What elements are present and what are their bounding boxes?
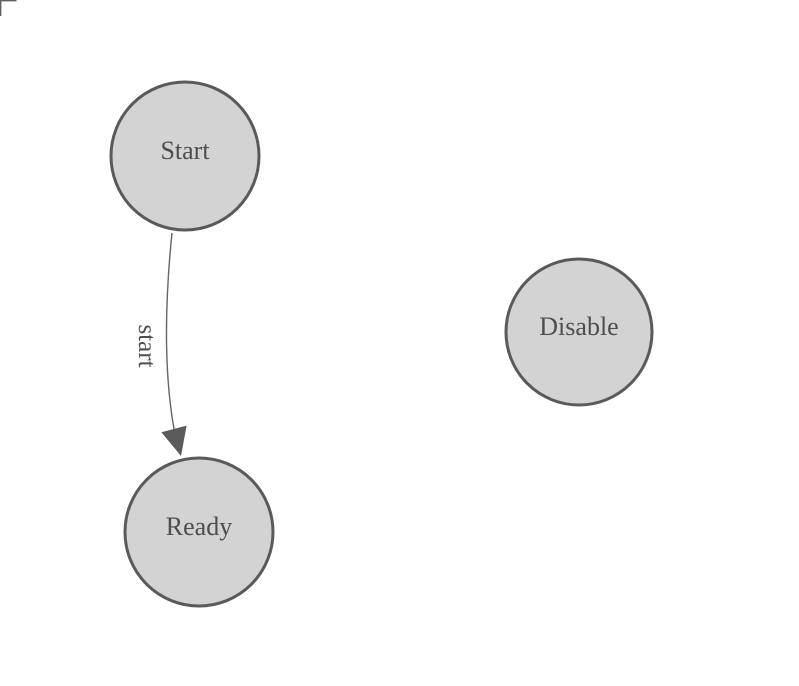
node-start-circle[interactable] (109, 80, 261, 232)
edge-label: start (133, 324, 160, 367)
node-ready[interactable]: Ready (123, 456, 275, 608)
edge-start-to-ready[interactable]: start (133, 232, 187, 456)
node-ready-circle[interactable] (123, 456, 275, 608)
canvas-corner-mark (0, 0, 17, 16)
node-start-label: Start (160, 136, 210, 165)
node-disable-label: Disable (539, 312, 618, 341)
edge-arrowhead-icon (161, 425, 187, 456)
node-ready-label: Ready (166, 512, 232, 541)
edge-line[interactable] (165, 232, 175, 430)
node-disable-circle[interactable] (504, 257, 654, 407)
node-disable[interactable]: Disable (504, 257, 654, 407)
node-start[interactable]: Start (109, 80, 261, 232)
